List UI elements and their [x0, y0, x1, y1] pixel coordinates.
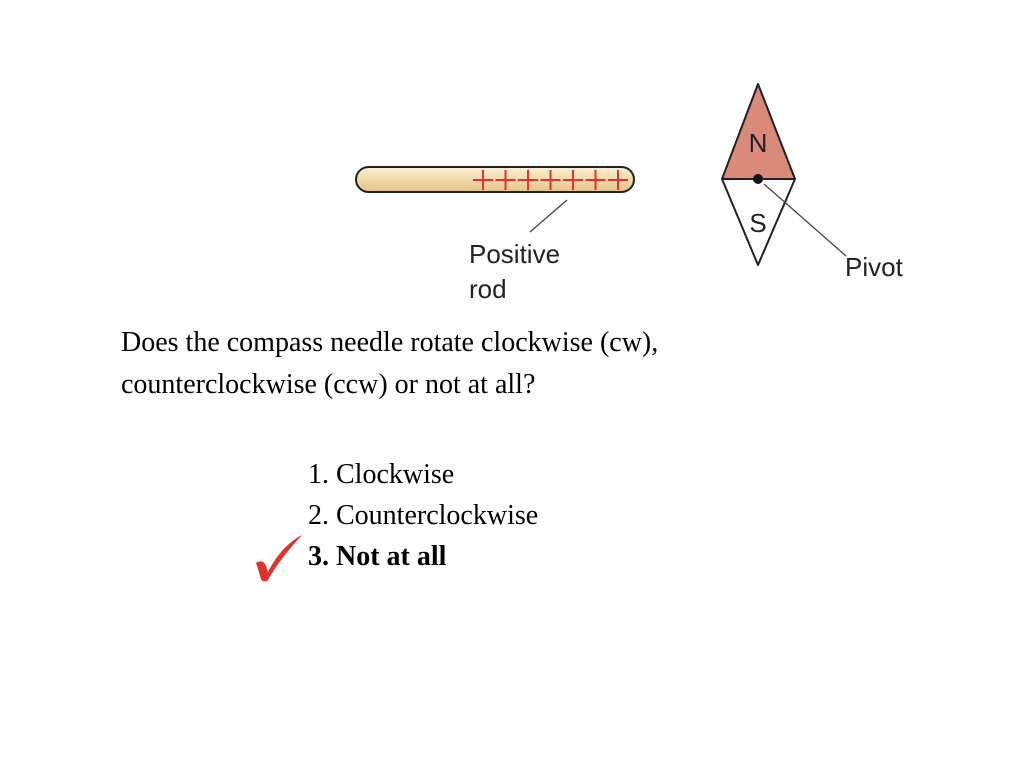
option-1[interactable]: 1. Clockwise	[308, 459, 455, 490]
checkmark-icon	[256, 535, 302, 582]
question-line-2: counterclockwise (ccw) or not at all?	[121, 369, 536, 400]
rod-label-line2: rod	[469, 274, 507, 304]
option-3-correct[interactable]: 3. Not at all	[308, 541, 447, 572]
plus-charge-icon	[585, 170, 606, 190]
plus-charge-icon	[473, 170, 493, 190]
answer-options: 1. Clockwise 2. Counterclockwise 3. Not …	[308, 454, 538, 577]
rod-and-compass-diagram: Positive rod N S Pivot	[355, 83, 904, 304]
plus-charges	[473, 170, 628, 190]
plus-charge-icon	[495, 170, 516, 190]
plus-charge-icon	[518, 170, 538, 190]
pivot-leader-line	[763, 183, 847, 257]
positive-rod	[355, 166, 635, 193]
rod-label-line1: Positive	[469, 239, 560, 269]
south-pole-label: S	[749, 208, 766, 238]
plus-charge-icon	[608, 170, 628, 190]
north-pole-label: N	[749, 128, 768, 158]
rod-leader-line	[529, 199, 568, 233]
question-line-1: Does the compass needle rotate clockwise…	[121, 327, 659, 358]
plus-charge-icon	[563, 170, 583, 190]
pivot-label: Pivot	[845, 252, 904, 282]
plus-charge-icon	[540, 170, 561, 190]
question-text: Does the compass needle rotate clockwise…	[121, 322, 881, 406]
pivot-point	[753, 174, 763, 184]
option-2[interactable]: 2. Counterclockwise	[308, 500, 539, 531]
